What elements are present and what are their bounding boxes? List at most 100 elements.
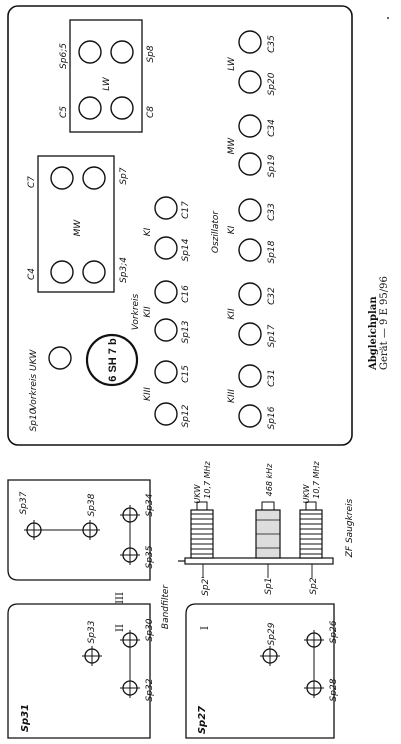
- bandfilter-box-ii: Sp31 Sp33 Sp30 Sp32: [7, 603, 155, 739]
- coil-sp2-prime: [190, 501, 214, 559]
- tube-label: 6 SH 7 b: [107, 338, 119, 382]
- trimmer-circle: [238, 114, 262, 138]
- trimmer-circle: [50, 166, 74, 190]
- coil-3-freq: 10,7 MHz: [312, 460, 321, 498]
- trimmer-circle: [78, 40, 102, 64]
- bandfilter-box-iii: Sp37 Sp38 Sp34 Sp35: [7, 479, 155, 581]
- label-sp7: Sp7: [119, 167, 129, 184]
- label-sp16: Sp16: [267, 406, 277, 429]
- caption-title: Abgleichplan: [368, 296, 379, 370]
- coil-2-label: Sp1: [264, 577, 274, 594]
- trimmer-circle: [238, 322, 262, 346]
- label-c8: C8: [146, 106, 156, 118]
- caption-device: Gerät — 9 E 95/96: [379, 276, 390, 370]
- trimmer-circle: [238, 70, 262, 94]
- trimmer-circle: [154, 196, 178, 220]
- vorkreis-k1: KI: [143, 227, 153, 236]
- screw-sp32: [120, 678, 140, 698]
- trimmer-circle: [238, 282, 262, 306]
- coil-sp1: [255, 501, 281, 559]
- coil-2-freq: 468 kHz: [265, 463, 274, 496]
- mw-title: MW: [73, 219, 83, 237]
- label-sp17: Sp17: [267, 324, 277, 347]
- coil-3-label: Sp2: [309, 577, 319, 594]
- caption: Abgleichplan Gerät — 9 E 95/96: [368, 276, 390, 370]
- mw-block: MW C7 Sp7 C4 Sp3;4: [27, 155, 129, 293]
- label-c35: C35: [267, 35, 277, 53]
- label-sp14: Sp14: [181, 238, 191, 261]
- vorkreis-title: Vorkreis: [131, 293, 141, 330]
- roman-ii: II: [115, 624, 126, 632]
- vorkreis-k3: KIII: [143, 387, 153, 401]
- coil-1-label: Sp2': [201, 576, 211, 596]
- label-c5: C5: [59, 106, 69, 118]
- label-sp6-5: Sp6;5: [59, 43, 69, 69]
- coil-sp2: [299, 501, 323, 559]
- vorkreis-column: C17 Sp14 C16 Sp13 C15 Sp12 KI KII KIII V…: [131, 196, 191, 427]
- label-c34: C34: [267, 119, 277, 137]
- label-sp10: Sp10: [29, 408, 39, 431]
- oszillator-mw: MW: [227, 137, 237, 155]
- oszillator-k2: KII: [227, 308, 237, 320]
- trimmer-circle: [110, 96, 134, 120]
- label-sp28: Sp28: [329, 678, 339, 701]
- label-sp30: Sp30: [145, 618, 155, 641]
- label-c33: C33: [267, 203, 277, 221]
- vorkreis-ukw: Vorkreis UKW Sp10: [29, 346, 72, 431]
- label-c7: C7: [27, 176, 37, 188]
- zf-saugkreis: UKW 10,7 MHz 468 kHz UKW 10,7 MHz Sp2' S…: [178, 460, 355, 596]
- screw-sp34: [120, 505, 140, 525]
- label-sp31: Sp31: [20, 704, 31, 732]
- trimmer-circle: [154, 318, 178, 342]
- trimmer-circle: [154, 360, 178, 384]
- tube-socket: 6 SH 7 b: [85, 333, 139, 387]
- label-sp34: Sp34: [145, 493, 155, 516]
- screw-sp35: [120, 545, 140, 565]
- screw-sp38: [80, 520, 100, 540]
- label-sp32: Sp32: [145, 678, 155, 701]
- screw-sp29: [260, 646, 280, 666]
- trimmer-circle: [154, 236, 178, 260]
- trimmer-circle: [50, 260, 74, 284]
- trimmer-circle: [48, 346, 72, 370]
- upper-panel: LW Sp6;5 Sp8 C5 C8 MW C7 Sp7 C4 Sp3;4: [7, 5, 353, 446]
- label-c31: C31: [267, 369, 277, 387]
- trimmer-circle: [238, 238, 262, 262]
- trimmer-circle: [78, 96, 102, 120]
- vorkreis-ukw-title: Vorkreis UKW: [29, 349, 39, 411]
- oszillator-column: C35 Sp20 C34 Sp19 C33 Sp18 C32 Sp17 C31 …: [211, 30, 277, 429]
- paper-dot: [387, 17, 389, 19]
- trimmer-circle: [238, 364, 262, 388]
- label-sp13: Sp13: [181, 320, 191, 343]
- screw-sp33: [82, 646, 102, 666]
- oszillator-title: Oszillator: [211, 210, 221, 254]
- label-sp37: Sp37: [19, 491, 29, 514]
- label-sp27: Sp27: [197, 706, 208, 734]
- trimmer-circle: [238, 198, 262, 222]
- screw-sp28: [304, 678, 324, 698]
- bandfilter-title: Bandfilter: [161, 584, 171, 629]
- screw-sp37: [24, 520, 44, 540]
- oszillator-k1: KI: [227, 225, 237, 234]
- trimmer-circle: [82, 166, 106, 190]
- coil-3-band: UKW: [302, 483, 311, 503]
- label-sp33: Sp33: [87, 620, 97, 643]
- label-sp19: Sp19: [267, 154, 277, 177]
- zf-title: ZF Saugkreis: [345, 498, 355, 558]
- lw-title: LW: [102, 76, 112, 91]
- label-sp18: Sp18: [267, 240, 277, 263]
- screw-sp26: [304, 630, 324, 650]
- label-sp8: Sp8: [146, 45, 156, 62]
- label-sp38: Sp38: [87, 493, 97, 516]
- bandfilter-box-i: Sp27 Sp29 Sp26 Sp28: [185, 603, 339, 739]
- panel-outline: [7, 5, 353, 446]
- screw-sp30: [120, 630, 140, 650]
- trimmer-circle: [154, 402, 178, 426]
- oszillator-lw: LW: [227, 56, 237, 71]
- trimmer-circle: [110, 40, 134, 64]
- label-sp20: Sp20: [267, 72, 277, 95]
- label-sp26: Sp26: [329, 620, 339, 643]
- label-c4: C4: [27, 268, 37, 280]
- label-c17: C17: [181, 201, 191, 219]
- lw-block: LW Sp6;5 Sp8 C5 C8: [59, 19, 156, 133]
